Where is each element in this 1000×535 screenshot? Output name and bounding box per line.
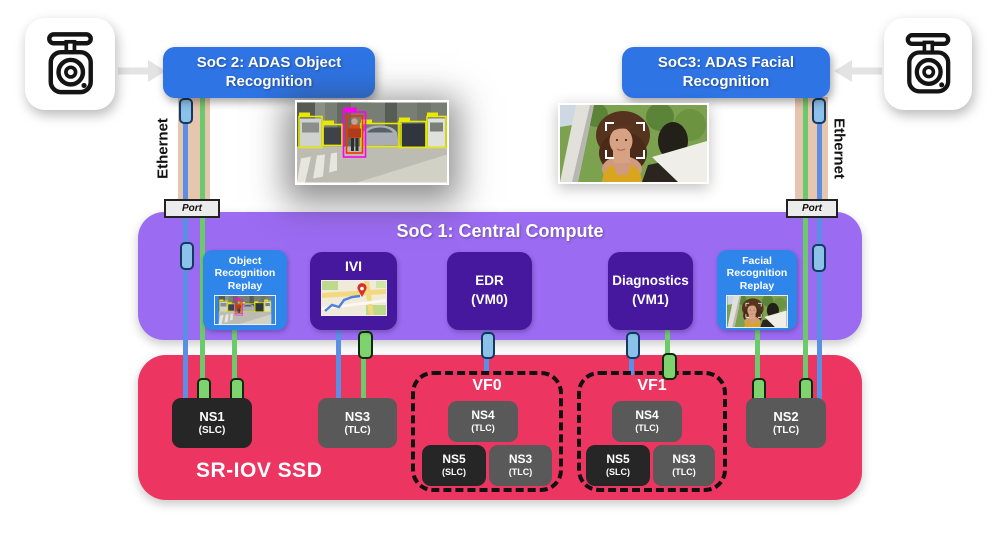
line-green-orr-ns1 (232, 330, 237, 382)
vf1-label: VF1 (637, 377, 667, 394)
line-green-left (200, 97, 205, 382)
vf0-group: VF0 (411, 371, 563, 492)
dashcam-icon (33, 27, 107, 101)
vf0-ns3-name: NS3 (508, 452, 533, 467)
vf0-ns4-type: (TLC) (471, 423, 495, 434)
vf1-ns3-type: (TLC) (672, 467, 696, 478)
vf0-ns3-box: NS3 (TLC) (489, 445, 552, 486)
line-green-ivi-ns3 (361, 330, 366, 400)
line-blue-ivi-ns3 (336, 330, 341, 400)
ns2-box: NS2 (TLC) (746, 398, 826, 448)
vf1-ns5-name: NS5 (606, 452, 630, 467)
connector-blue-soc2 (179, 98, 193, 124)
ssd-title: SR-IOV SSD (196, 459, 323, 482)
camera-card-right (884, 18, 972, 110)
connector-blue-diagnostics (626, 332, 640, 359)
vf0-ns3-type: (TLC) (508, 467, 533, 478)
ns3-left-type: (TLC) (344, 424, 371, 436)
orr-label: Object Recognition Replay (214, 255, 276, 292)
dashcam-icon (892, 28, 964, 100)
ns2-name: NS2 (773, 408, 799, 424)
vf1-ns5-box: NS5 (SLC) (586, 445, 650, 486)
street-scene-image (297, 102, 447, 183)
vf1-ns4-box: NS4 (TLC) (612, 401, 682, 442)
vf1-ns5-type: (SLC) (606, 467, 630, 478)
soc1-title: SoC 1: Central Compute (396, 221, 604, 241)
module-facial-recognition-replay: Facial Recognition Replay (717, 250, 797, 330)
module-diagnostics: Diagnostics (VM1) (608, 252, 693, 330)
vf1-ns3-name: NS3 (672, 452, 696, 467)
vf0-ns5-box: NS5 (SLC) (422, 445, 486, 486)
navigation-map-image (320, 280, 387, 316)
module-ivi: IVI (310, 252, 397, 330)
vf1-ns4-name: NS4 (635, 408, 659, 423)
soc2-box: SoC 2: ADAS Object Recognition (163, 47, 375, 98)
ns1-name: NS1 (199, 408, 225, 424)
ethernet-label-left: Ethernet (154, 118, 172, 179)
ethernet-label-right: Ethernet (830, 118, 848, 179)
vf0-ns5-type: (SLC) (442, 467, 466, 478)
vf1-ns4-type: (TLC) (635, 423, 659, 434)
vf0-ns5-name: NS5 (442, 452, 466, 467)
arrow-right-icon (118, 60, 166, 82)
driver-photo-image (560, 105, 707, 182)
soc3-box: SoC3: ADAS Facial Recognition (622, 47, 830, 98)
port-label-right: Port (786, 199, 838, 218)
ns2-type: (TLC) (772, 424, 800, 436)
connector-blue-soc1-right (812, 244, 826, 272)
vf1-ns3-box: NS3 (TLC) (653, 445, 715, 486)
vf0-label: VF0 (472, 377, 502, 394)
camera-card-left (25, 18, 115, 110)
connector-blue-edr (481, 332, 495, 359)
connector-green-diagnostics (662, 353, 677, 380)
street-scene-thumbnail (214, 295, 276, 326)
driver-photo-thumbnail (726, 295, 788, 329)
vf0-ns4-name: NS4 (471, 408, 495, 423)
ns3-left-box: NS3 (TLC) (318, 398, 397, 448)
frr-label: Facial Recognition Replay (726, 255, 788, 292)
arrow-left-icon (834, 60, 882, 82)
connector-blue-soc1-left (180, 242, 194, 270)
ivi-label: IVI (344, 258, 363, 274)
module-edr: EDR (VM0) (447, 252, 532, 330)
line-green-frr-ns2 (755, 330, 760, 382)
vf0-ns4-box: NS4 (TLC) (448, 401, 518, 442)
facial-detection-photo (558, 103, 709, 184)
ns1-box: NS1 (SLC) (172, 398, 252, 448)
connector-green-ivi (358, 331, 373, 359)
ns1-type: (SLC) (198, 424, 226, 436)
connector-blue-soc3 (812, 98, 826, 124)
line-green-diag-vf1 (665, 330, 670, 375)
module-object-recognition-replay: Object Recognition Replay (203, 250, 287, 330)
port-label-left: Port (164, 199, 220, 218)
object-detection-photo (295, 100, 449, 185)
ns3-left-name: NS3 (344, 408, 371, 424)
line-green-right (803, 97, 808, 382)
vf1-group: VF1 (577, 371, 727, 492)
